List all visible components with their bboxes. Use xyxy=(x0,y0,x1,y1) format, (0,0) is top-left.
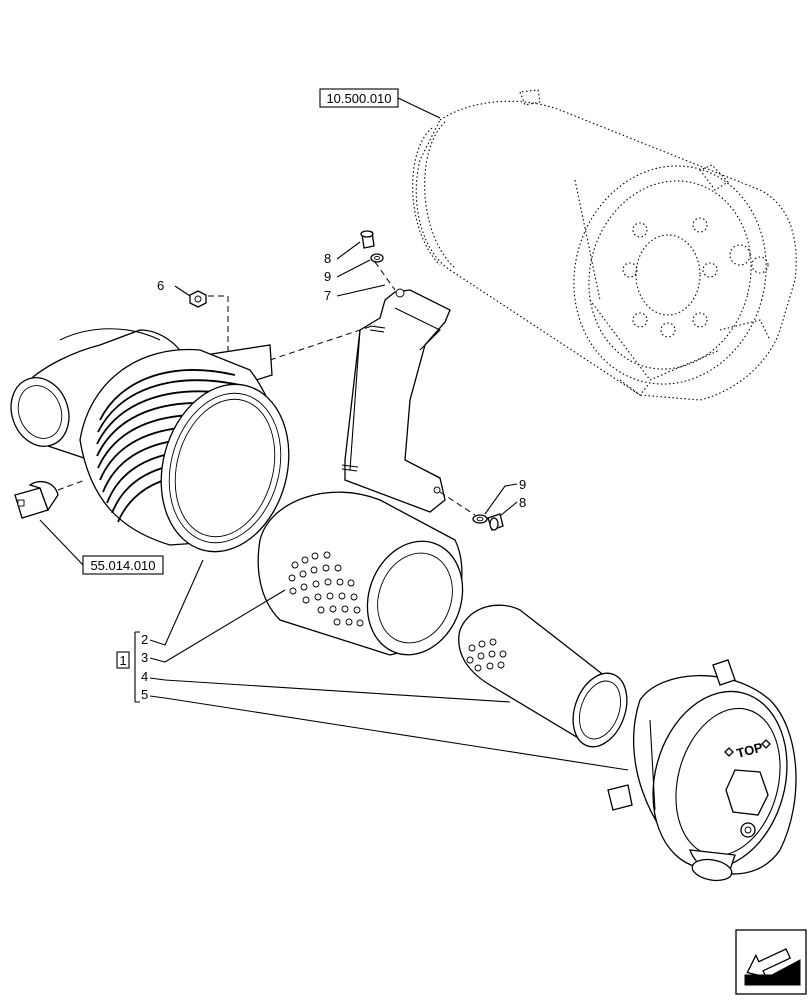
callout-7: 7 xyxy=(324,288,331,303)
callout-6: 6 xyxy=(157,278,164,293)
washer-bottom xyxy=(472,514,488,524)
safety-perforations xyxy=(466,638,507,672)
callout-4: 4 xyxy=(141,669,148,684)
bolt-bottom xyxy=(487,513,504,531)
safety-filter-element xyxy=(458,604,628,748)
bracket xyxy=(341,288,451,513)
callout-5: 5 xyxy=(141,687,148,702)
callout-2: 2 xyxy=(141,632,148,647)
group-box: 1 xyxy=(116,651,130,669)
callout-leaders xyxy=(134,241,629,771)
engine-reference[interactable]: 10.500.010 xyxy=(319,88,441,119)
sensor-reference-label: 55.014.010 xyxy=(90,558,155,573)
nut xyxy=(189,290,207,308)
washer-top xyxy=(370,253,384,263)
callout-8-top: 8 xyxy=(324,251,331,266)
callout-8-bottom: 8 xyxy=(519,495,526,510)
next-page-arrow-icon[interactable] xyxy=(735,929,807,995)
callout-labels: 2 3 4 5 6 7 8 9 9 8 xyxy=(141,251,526,702)
group-label: 1 xyxy=(119,653,126,668)
engine-reference-label: 10.500.010 xyxy=(326,91,391,106)
callout-3: 3 xyxy=(141,650,148,665)
callout-9-bottom: 9 xyxy=(519,477,526,492)
callout-9-top: 9 xyxy=(324,269,331,284)
filter-cover: TOP xyxy=(607,659,797,882)
sensor-reference[interactable]: 55.014.010 xyxy=(39,519,164,575)
filter-housing xyxy=(10,328,290,553)
cover-top-text: TOP xyxy=(735,739,765,760)
primary-filter-element xyxy=(257,491,464,656)
bolt-top xyxy=(360,230,375,249)
engine-phantom xyxy=(412,89,797,401)
element-perforations xyxy=(288,551,364,627)
restriction-sensor xyxy=(14,481,59,519)
